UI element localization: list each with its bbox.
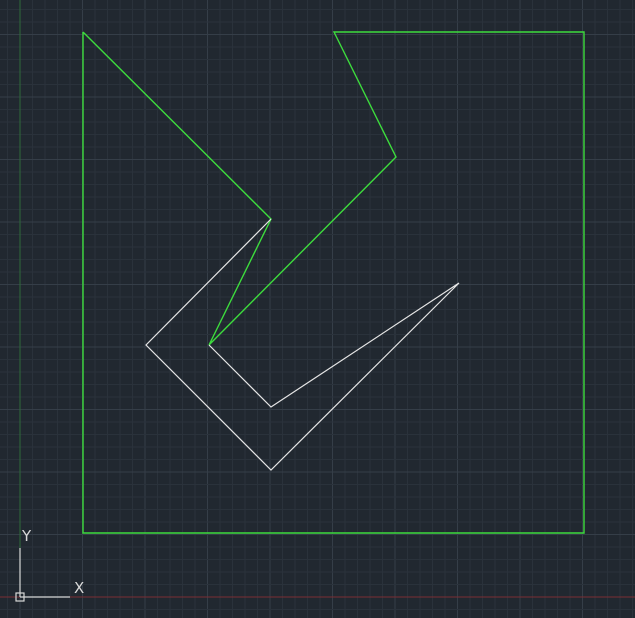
white-polyline[interactable]	[145, 218, 460, 471]
ucs-icon	[15, 548, 70, 602]
ucs-y-label: Y	[22, 527, 32, 545]
ucs-x-label: X	[74, 579, 85, 597]
green-polyline[interactable]	[82, 31, 585, 534]
ucs-origin-square-icon	[15, 592, 25, 602]
